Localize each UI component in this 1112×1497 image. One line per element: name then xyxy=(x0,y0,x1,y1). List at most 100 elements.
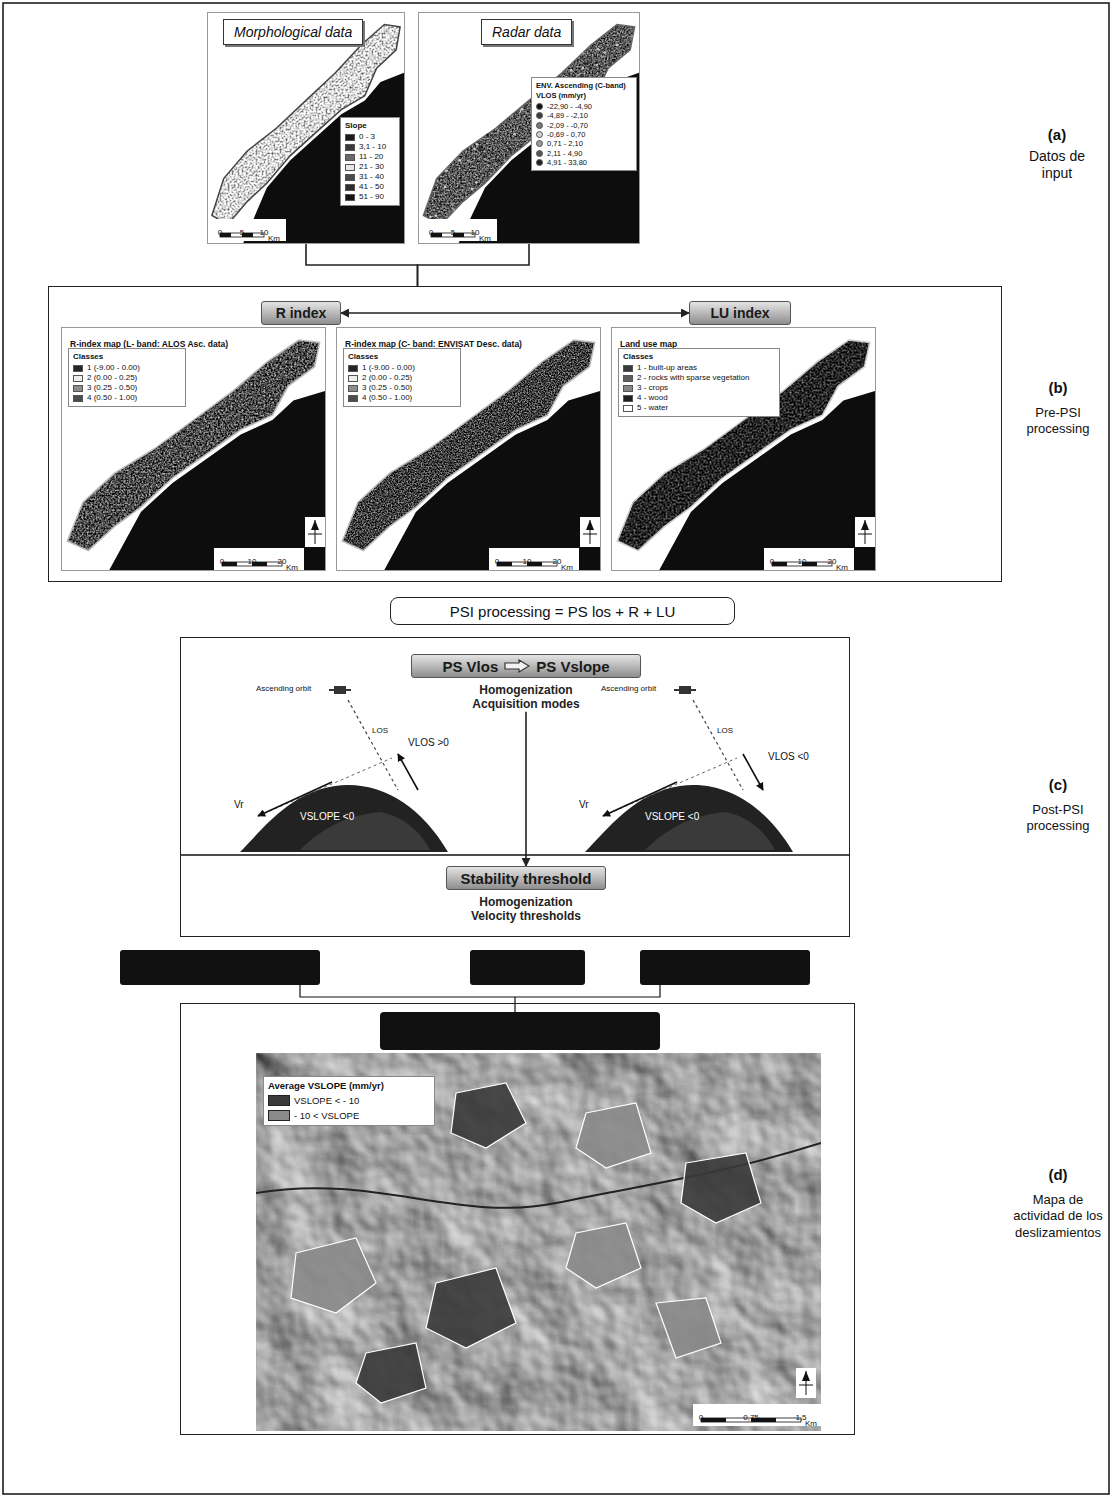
text-slot: VSLOPE <0 xyxy=(645,811,699,823)
sketch-label: VLOS <0 xyxy=(768,751,809,763)
legend-swatch xyxy=(73,365,83,372)
legend-swatch xyxy=(623,405,633,412)
hill-highlight xyxy=(300,812,430,850)
legend-row: 31 - 40 xyxy=(345,172,395,182)
map-title: Morphological data xyxy=(223,19,363,45)
legend-row: 4,91 - 33,80 xyxy=(536,158,632,167)
legend-row: 4 (0.50 - 1.00) xyxy=(73,393,181,403)
legend-row: 1 (-9.00 - 0.00) xyxy=(73,363,181,373)
redacted-bar xyxy=(380,1012,660,1050)
legend-text: 0 - 3 xyxy=(359,132,375,142)
ps-point xyxy=(502,140,505,143)
stage-caption: Mapa de actividad de los deslizamientos xyxy=(1011,1192,1105,1241)
landslide-area xyxy=(576,1103,651,1168)
scale-unit: Km xyxy=(561,563,573,572)
text-slot: VLOS <0 xyxy=(768,751,809,763)
legend-heading: Classes xyxy=(73,352,181,362)
text-slot: 0 xyxy=(770,550,774,568)
map-ground xyxy=(419,13,639,243)
redacted-bar xyxy=(120,950,320,985)
legend-text: 51 - 90 xyxy=(359,192,384,202)
banner-text: PS Vlos xyxy=(442,658,498,675)
scale-number: 10 xyxy=(471,228,480,237)
ps-point xyxy=(498,163,501,166)
legend-text: 4 (0.50 - 1.00) xyxy=(87,393,137,403)
scale-number: 0 xyxy=(429,228,433,237)
text-slot: Km xyxy=(479,227,491,245)
legend-swatch xyxy=(345,144,355,151)
shaded-relief xyxy=(256,1053,821,1431)
legend-text: VSLOPE < - 10 xyxy=(294,1095,359,1107)
legend-swatch xyxy=(345,174,355,181)
landslide-area xyxy=(291,1238,376,1313)
north-arrow xyxy=(583,534,597,535)
sketch-label: LOS xyxy=(717,726,733,736)
text-slot: 0 xyxy=(218,221,222,239)
text-slot: (c) xyxy=(1011,776,1105,795)
text-slot: 20 xyxy=(278,550,287,568)
ps-point xyxy=(480,141,483,144)
legend-swatch xyxy=(623,395,633,402)
text-slot: 0,75 xyxy=(743,1406,759,1424)
ps-point xyxy=(429,216,432,219)
legend-text: 1 - built-up areas xyxy=(637,363,697,373)
ps-point xyxy=(484,158,487,161)
slope-sketch xyxy=(585,686,793,852)
landslide-area xyxy=(656,1298,721,1358)
scale-number: 10 xyxy=(260,228,269,237)
scale-unit: Km xyxy=(479,234,491,243)
text-slot: 20 xyxy=(828,550,837,568)
hill-shape xyxy=(240,785,448,852)
hill-highlight xyxy=(645,812,775,850)
ps-point xyxy=(588,61,591,64)
ps-point xyxy=(493,170,496,173)
legend-text: 2 - rocks with sparse vegetation xyxy=(637,373,750,383)
text-slot: Post-PSI processing xyxy=(1011,802,1105,835)
ps-point xyxy=(473,147,476,150)
north-arrow-ground xyxy=(580,517,600,547)
ps-point xyxy=(439,202,442,205)
legend-swatch xyxy=(536,131,543,138)
ps-point xyxy=(521,118,524,121)
landslide-area xyxy=(451,1083,526,1148)
legend-swatch xyxy=(345,194,355,201)
legend-row: -2,09 - -0,70 xyxy=(536,121,632,130)
legend-row: 21 - 30 xyxy=(345,162,395,172)
ps-point xyxy=(493,163,496,166)
text-slot: 5 xyxy=(240,221,244,239)
ps-point xyxy=(483,155,486,158)
note-text: Homogenization Acquisition modes xyxy=(466,683,586,712)
legend-swatch xyxy=(623,375,633,382)
ps-point xyxy=(497,130,500,133)
ps-point xyxy=(436,195,439,198)
map-title: Radar data xyxy=(481,19,572,45)
scale-number: 20 xyxy=(553,557,562,566)
sketch-label: VSLOPE <0 xyxy=(300,811,354,823)
legend-text: - 10 < VSLOPE xyxy=(294,1110,359,1122)
legend-text: 21 - 30 xyxy=(359,162,384,172)
legend-text: 5 - water xyxy=(637,403,668,413)
process-box: PSI processing = PS los + R + LU xyxy=(390,597,735,625)
text-slot: 0 xyxy=(220,550,224,568)
ps-point xyxy=(585,65,588,68)
sketch-label: Vr xyxy=(579,799,589,811)
text-slot: Pre-PSI processing xyxy=(1011,405,1105,438)
text-slot: 1,5 xyxy=(795,1406,806,1424)
scale-unit: Km xyxy=(268,234,280,243)
legend-row: -4,89 - -2,10 xyxy=(536,111,632,120)
connector xyxy=(525,712,527,866)
ps-point xyxy=(582,52,585,55)
ps-point xyxy=(444,201,447,204)
connector xyxy=(306,244,418,286)
ps-point xyxy=(473,179,476,182)
legend-swatch xyxy=(536,150,543,157)
ps-point xyxy=(513,133,516,136)
landslide-area xyxy=(681,1153,761,1223)
ps-point xyxy=(445,170,448,173)
sketch-label: LOS xyxy=(372,726,388,736)
banner-text: PSI processing = PS los + R + LU xyxy=(450,603,676,620)
legend-row: 4 (0.50 - 1.00) xyxy=(348,393,456,403)
legend-box: Average VSLOPE (mm/yr)VSLOPE < - 10- 10 … xyxy=(263,1076,435,1126)
text-slot: LOS xyxy=(372,726,388,736)
ps-point xyxy=(487,164,490,167)
